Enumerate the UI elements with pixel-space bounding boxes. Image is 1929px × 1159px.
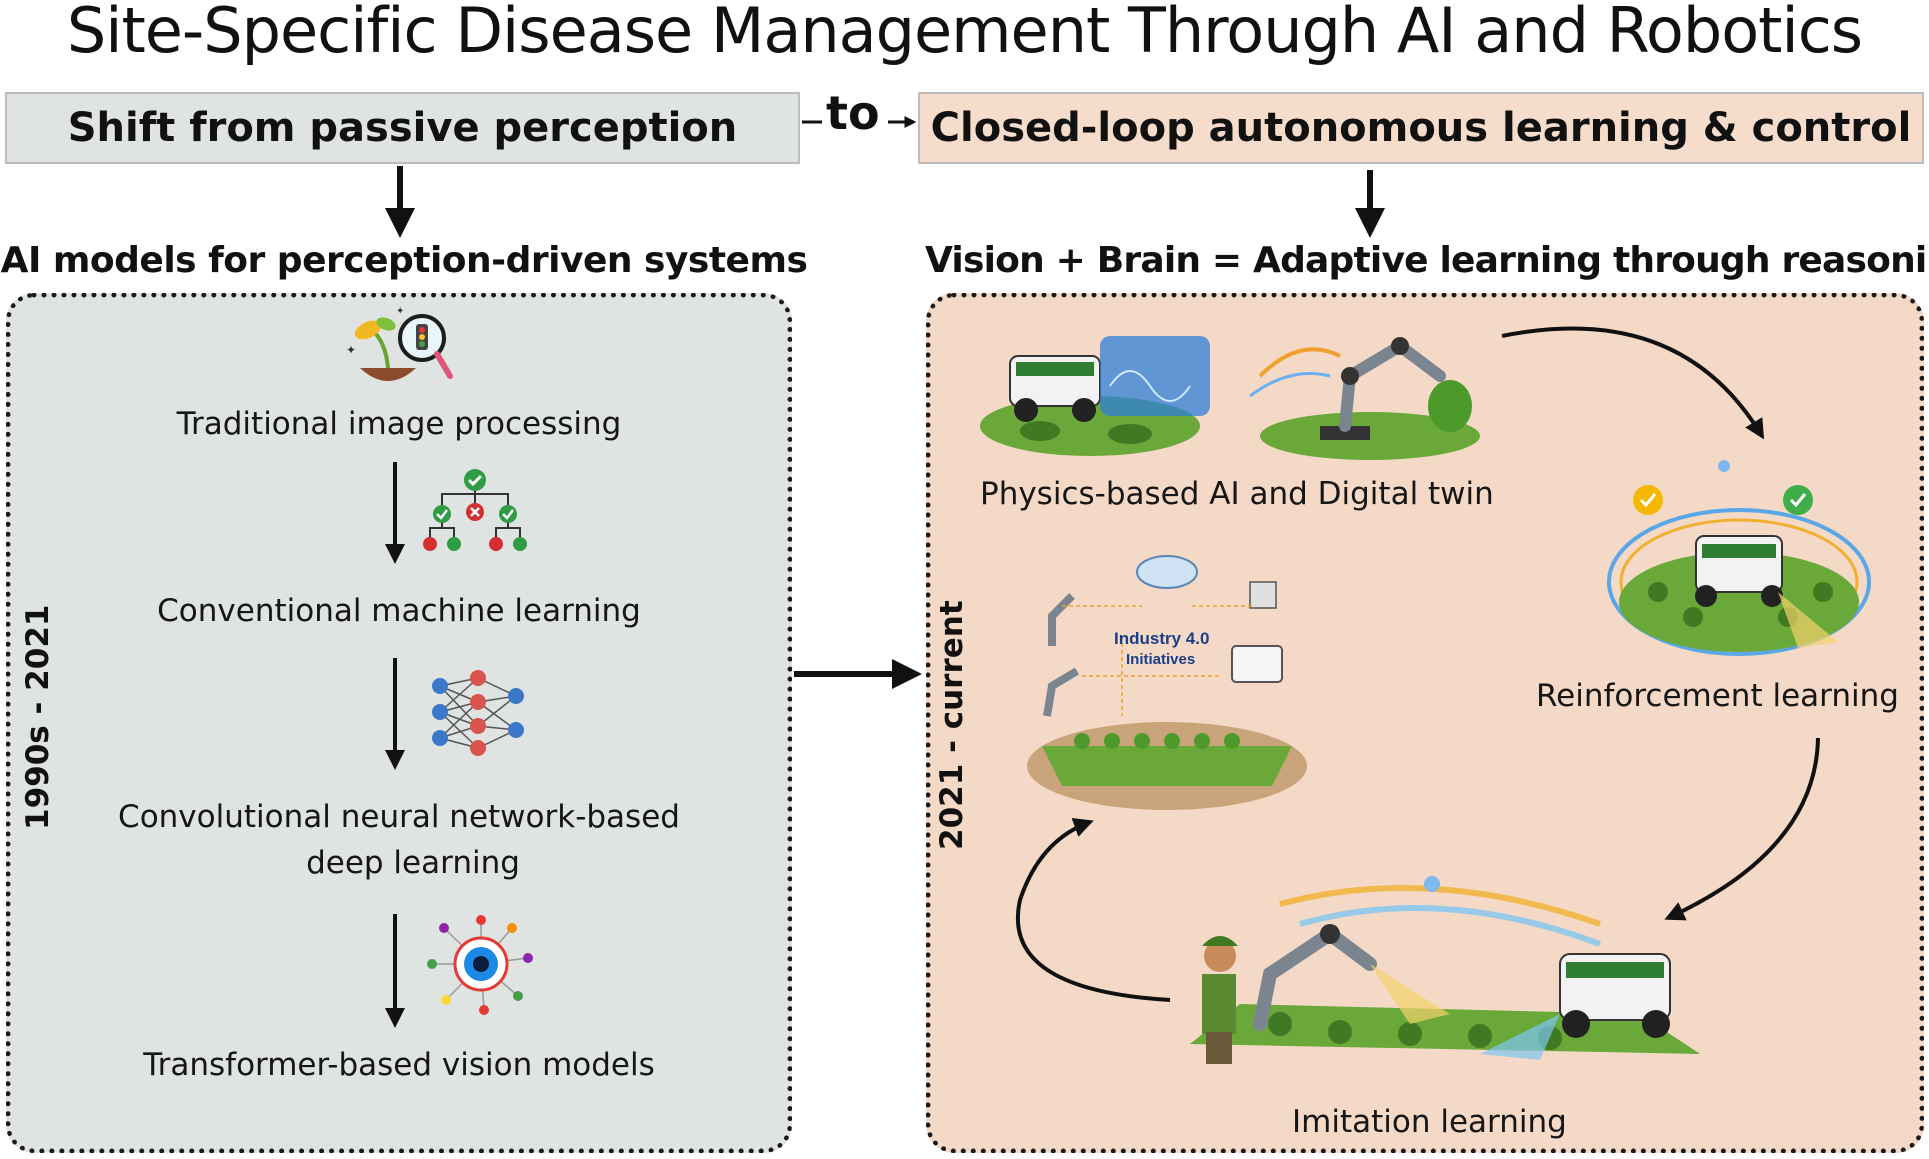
imitation-learning-label: Imitation learning — [1292, 1104, 1567, 1140]
left-step-arrows — [385, 462, 405, 1028]
decision-tree-icon — [423, 469, 527, 551]
step-label-traditional-image-processing: Traditional image processing — [176, 406, 622, 442]
physics-digital-twin-illustration — [980, 336, 1480, 460]
banner-passive-perception: Shift from passive perception — [5, 92, 800, 164]
reinforcement-learning-illustration — [1607, 460, 1871, 656]
reinforcement-learning-label: Reinforcement learning — [1536, 678, 1899, 714]
svg-text:✦: ✦ — [396, 306, 404, 317]
industry-label-line2: Initiatives — [1126, 651, 1195, 668]
step-label-conventional-ml: Conventional machine learning — [157, 593, 641, 629]
imitation-learning-illustration — [1190, 876, 1700, 1064]
physics-digital-twin-label: Physics-based AI and Digital twin — [980, 476, 1494, 512]
banner-connector-label: to — [826, 86, 880, 140]
banner-closed-loop: Closed-loop autonomous learning & contro… — [918, 92, 1924, 164]
industry-4-illustration: Industry 4.0 Initiatives — [1027, 555, 1307, 810]
transformer-icon — [427, 915, 533, 1015]
step-label-cnn-line1: Convolutional neural network-based — [118, 799, 680, 835]
step-label-transformer: Transformer-based vision models — [143, 1047, 655, 1083]
step-label-cnn-line2: deep learning — [306, 845, 520, 881]
svg-text:✦: ✦ — [346, 343, 356, 357]
neural-network-icon — [432, 670, 524, 756]
industry-label-line1: Industry 4.0 — [1114, 629, 1209, 648]
left-section-heading: AI models for perception-driven systems — [0, 240, 808, 281]
diagram-title: Site-Specific Disease Management Through… — [66, 0, 1863, 67]
magnifier-plant-icon: ✦ ✦ — [346, 306, 453, 381]
right-section-heading: Vision + Brain = Adaptive learning throu… — [925, 240, 1929, 281]
